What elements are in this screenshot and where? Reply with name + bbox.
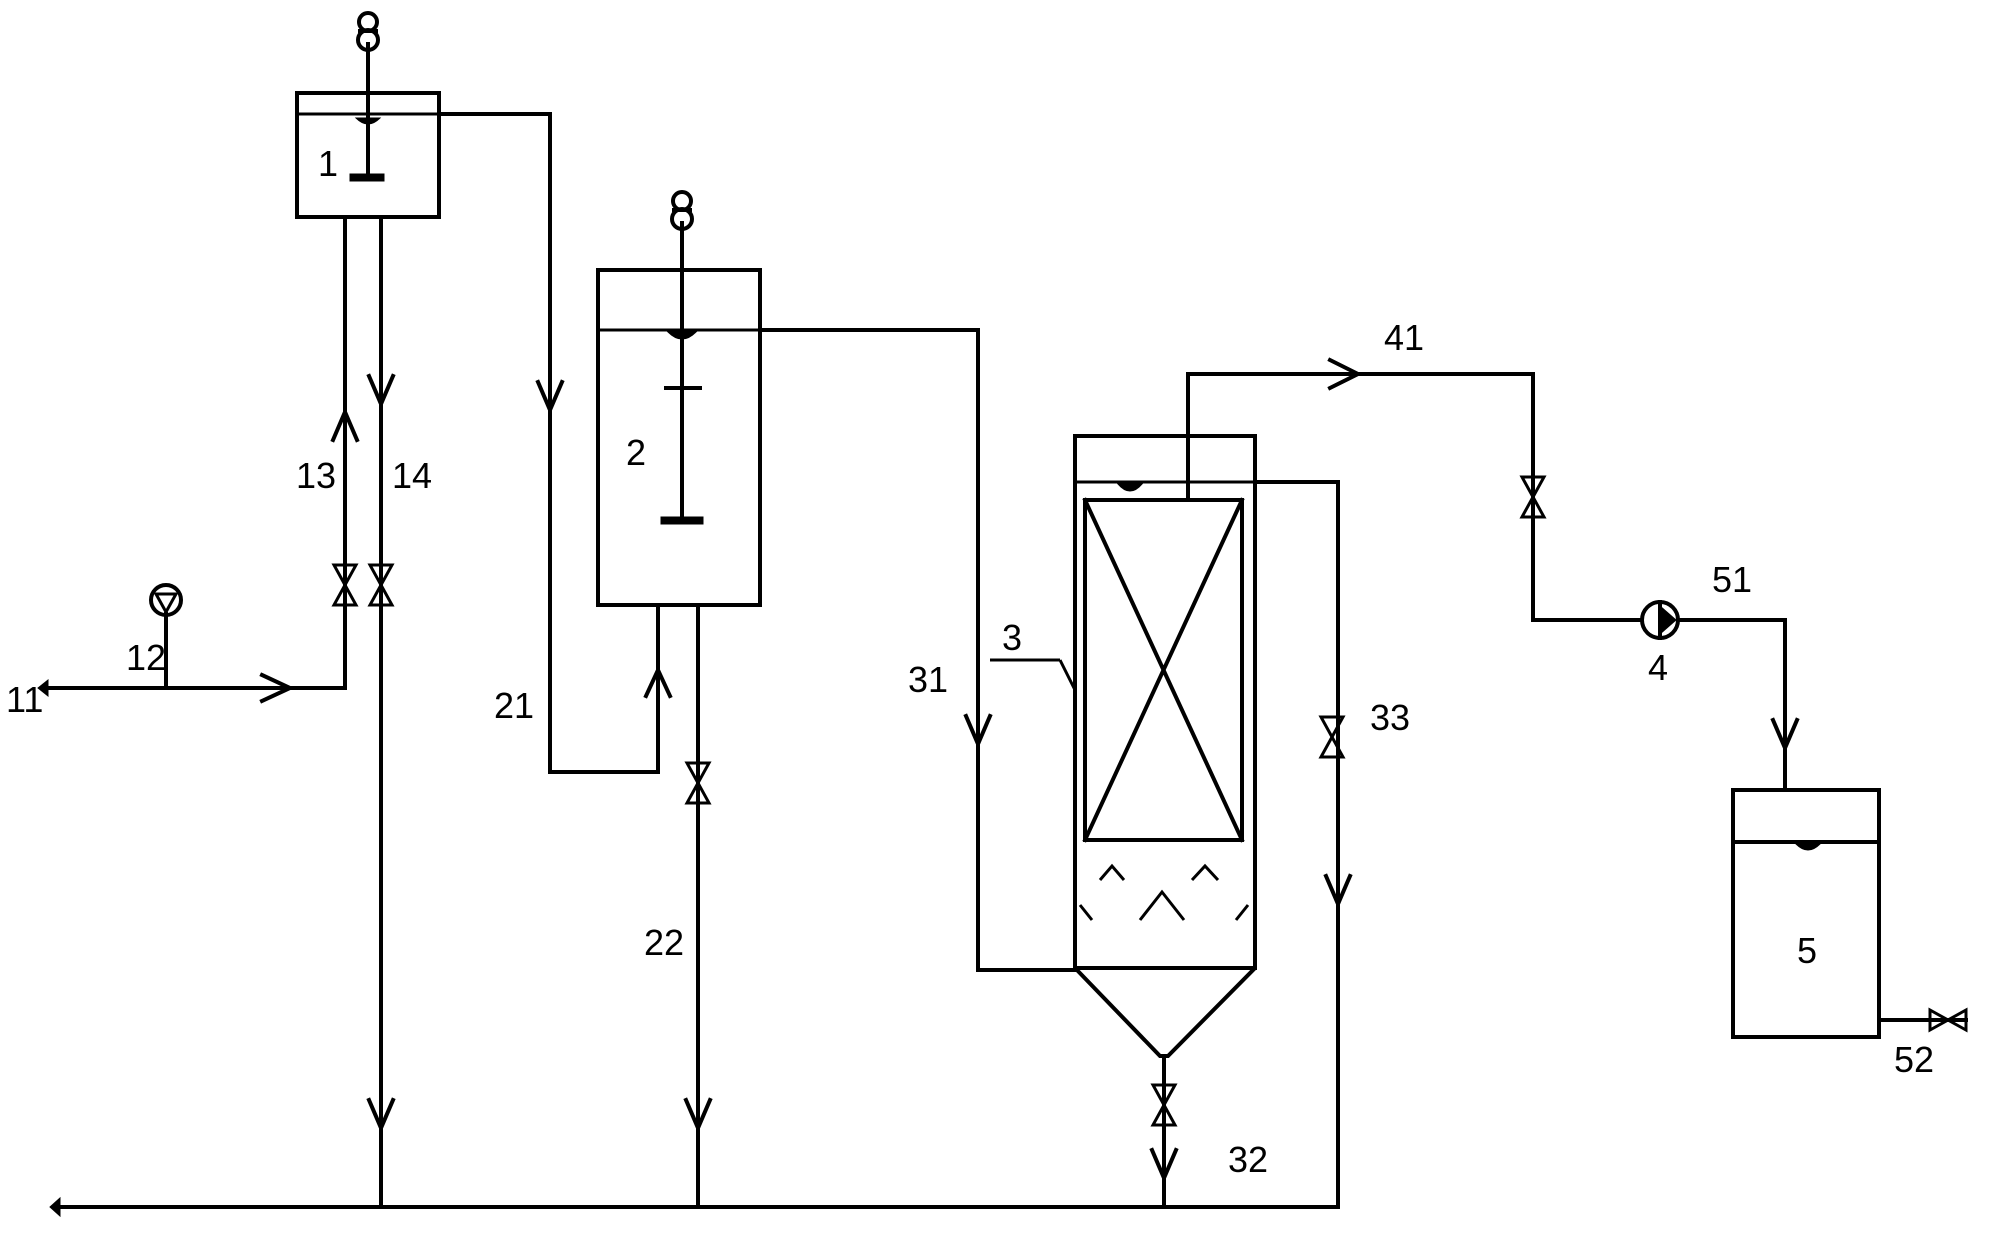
line-51: 51 [1676,559,1800,792]
line-21: 21 [437,112,673,774]
distributor-caps [1078,863,1250,921]
tank-1: 1 [295,11,441,219]
tank-2-label: 2 [626,432,646,473]
line-22: 22 [644,603,713,1209]
line-33-label: 33 [1370,697,1410,738]
packing-bed [1082,497,1245,843]
pump-4-label: 4 [1648,647,1668,688]
tank-1-label: 1 [318,143,338,184]
line-52: 52 [1877,1007,1968,1080]
line-11-label: 11 [6,679,43,720]
pump-4-icon: 4 [1640,600,1680,688]
line-13-label: 13 [296,455,336,496]
line-22-label: 22 [644,922,684,963]
line-33: 33 [1253,480,1410,1209]
line-21-label: 21 [494,685,534,726]
line-14: 14 [366,215,432,1209]
line-14-label: 14 [392,455,432,496]
line-52-label: 52 [1894,1039,1934,1080]
line-32: 32 [1149,1054,1268,1209]
drain-header [49,1196,1340,1218]
line-13: 13 [296,215,360,690]
reactor-3-label: 3 [1002,617,1022,658]
tank-2: 2 [596,190,762,607]
feed-line-11: 11 [6,672,347,720]
gauge-12-label: 12 [126,637,166,678]
line-31-label: 31 [908,659,948,700]
line-41: 41 [1186,317,1642,622]
agitator-motor-icon [349,11,385,182]
line-31: 31 [758,328,1077,972]
reactor-3: 3 [990,434,1257,1058]
line-32-label: 32 [1228,1139,1268,1180]
line-41-label: 41 [1384,317,1424,358]
agitator-motor-icon [660,190,704,525]
tank-5-label: 5 [1797,930,1817,971]
tank-5: 5 [1731,788,1881,1039]
line-51-label: 51 [1712,559,1752,600]
pressure-gauge-12: 12 [126,583,183,690]
